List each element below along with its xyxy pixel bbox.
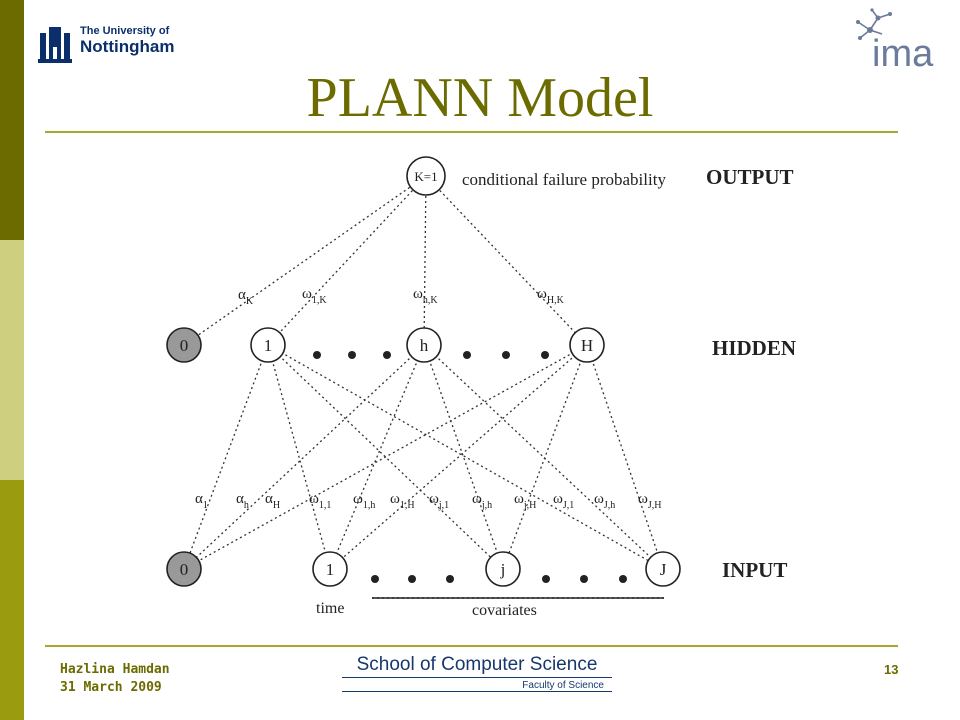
weight-label-top: ω1,K: [302, 286, 327, 306]
ellipsis-dot: [383, 351, 391, 359]
footer-author-block: Hazlina Hamdan 31 March 2009: [60, 661, 170, 697]
ellipsis-dot: [408, 575, 416, 583]
edge-hidden-input: [423, 344, 664, 570]
ima-logo: ima: [856, 8, 934, 72]
edge-hidden-input: [329, 344, 588, 570]
time-label: time: [316, 600, 344, 617]
input-node-label: 1: [326, 560, 335, 579]
weight-label-top: ωH,K: [537, 286, 565, 306]
hidden-node-label: h: [420, 336, 429, 355]
page-number: 13: [884, 662, 899, 677]
input-node: [645, 551, 681, 587]
edge-hidden-input: [183, 344, 269, 570]
weight-label-top: αK: [238, 287, 254, 307]
ellipsis-dot: [313, 351, 321, 359]
sidebar-segment-light: [0, 240, 24, 480]
input-node: [485, 551, 521, 587]
layer-label-output: OUTPUT: [706, 165, 794, 189]
input-node-label: 0: [180, 560, 189, 579]
faculty-name: Faculty of Science: [342, 680, 612, 692]
university-name-line1: The University of: [80, 25, 170, 37]
output-node-label: K=1: [414, 169, 437, 184]
sidebar-segment-mid: [0, 480, 24, 720]
edge-hidden-input: [267, 344, 664, 570]
university-logo: The University of Nottingham: [38, 25, 178, 67]
slide-title: PLANN Model: [306, 67, 654, 129]
edge-hidden-input: [423, 344, 504, 570]
ellipsis-dot: [446, 575, 454, 583]
covariates-label: covariates: [472, 602, 537, 619]
edge-hidden-input: [502, 344, 588, 570]
input-node-label: j: [500, 560, 506, 579]
footer-school-block: School of Computer Science Faculty of Sc…: [342, 654, 612, 692]
hidden-node: [569, 327, 605, 363]
weight-label-bottom: α1: [195, 491, 208, 511]
ellipsis-dot: [371, 575, 379, 583]
weight-label-bottom: ωj,1: [429, 491, 449, 511]
edge-output-hidden: [423, 175, 427, 346]
input-node-label: J: [660, 560, 667, 579]
edge-hidden-input: [183, 344, 588, 570]
author-name: Hazlina Hamdan: [60, 662, 170, 677]
weight-label-bottom: ω1,1: [309, 491, 331, 511]
hidden-node: [166, 327, 202, 363]
weight-label-top: ωh,K: [413, 286, 438, 306]
university-name-line2: Nottingham: [80, 37, 175, 56]
output-description: conditional failure probability: [462, 170, 666, 189]
ellipsis-dot: [463, 351, 471, 359]
edge-output-hidden: [183, 175, 427, 346]
ellipsis-dot: [619, 575, 627, 583]
ellipsis-dot: [580, 575, 588, 583]
weight-label-bottom: αh: [236, 491, 249, 511]
weight-label-bottom: ωJ,1: [553, 491, 574, 511]
ellipsis-dot: [541, 351, 549, 359]
layer-label-hidden: HIDDEN: [712, 336, 796, 360]
sidebar-color-bar: [0, 0, 24, 720]
edge-hidden-input: [267, 344, 331, 570]
presentation-date: 31 March 2009: [60, 680, 162, 695]
edge-hidden-input: [267, 344, 504, 570]
ellipsis-dot: [542, 575, 550, 583]
castle-crest-icon: [38, 27, 72, 63]
weight-label-bottom: ω1,H: [390, 491, 415, 511]
hidden-node-label: H: [581, 336, 593, 355]
hidden-node-label: 1: [264, 336, 273, 355]
school-name: School of Computer Science: [342, 654, 612, 678]
edge-hidden-input: [329, 344, 425, 570]
edge-hidden-input: [586, 344, 664, 570]
ellipsis-dot: [348, 351, 356, 359]
hidden-node: [406, 327, 442, 363]
edge-output-hidden: [267, 175, 427, 346]
output-node: [406, 156, 446, 196]
weight-label-bottom: ω1,h: [353, 491, 375, 511]
ima-logo-text: ima: [872, 33, 934, 72]
edge-output-hidden: [425, 175, 588, 346]
weight-label-bottom: ωJ,h: [594, 491, 615, 511]
edge-hidden-input: [183, 344, 425, 570]
weight-label-bottom: ωj,H: [514, 491, 536, 511]
hidden-node: [250, 327, 286, 363]
weight-label-bottom: αH: [265, 491, 280, 511]
ellipsis-dot: [502, 351, 510, 359]
layer-label-input: INPUT: [722, 558, 787, 582]
input-node: [312, 551, 348, 587]
hidden-node-label: 0: [180, 336, 189, 355]
title-divider: [45, 131, 898, 133]
weight-label-bottom: ωj,h: [472, 491, 492, 511]
footer-divider: [45, 645, 898, 647]
input-node: [166, 551, 202, 587]
sidebar-segment-dark: [0, 0, 24, 240]
weight-label-bottom: ωJ,H: [638, 491, 662, 511]
